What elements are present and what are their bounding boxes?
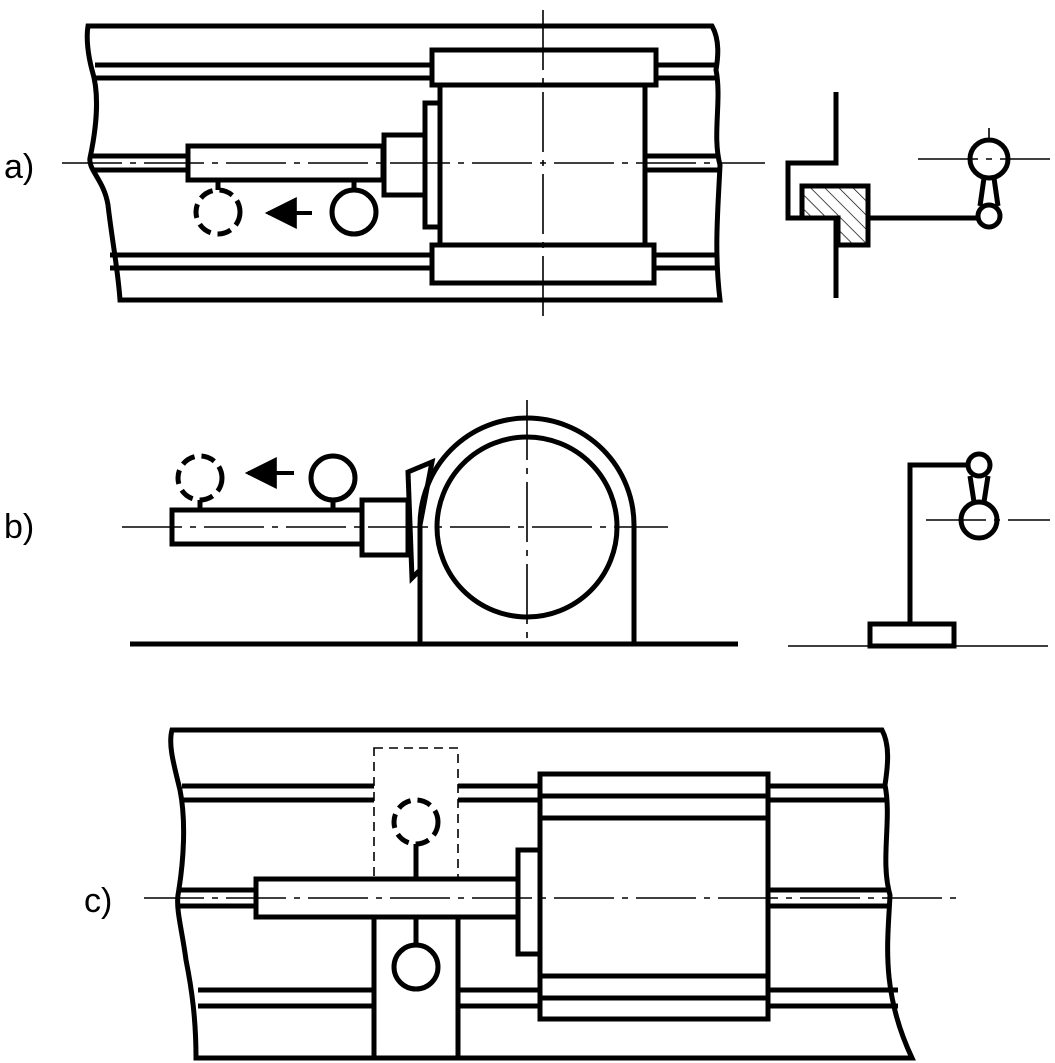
panel-b-stand-arm: [907, 462, 968, 624]
panel-c-spindle-housing: [537, 771, 771, 1022]
panel-c-cross-slide: [371, 918, 461, 1058]
panel-c-machine-bed: [168, 727, 916, 1061]
panel-a: a): [4, 10, 1050, 320]
panel-c-spindle-nose: [515, 847, 543, 957]
panel-c-label: c): [84, 882, 112, 920]
panel-a-carriage-top: [429, 47, 659, 88]
panel-b: b): [4, 400, 1050, 649]
panel-c-dial-indicator-moved: [391, 797, 441, 847]
panel-b-stand-base: [867, 621, 957, 649]
panel-a-label: a): [4, 148, 34, 186]
panel-a-dial-indicator-moved: [193, 187, 243, 237]
panel-b-dial-indicator-moved: [175, 453, 225, 503]
panel-c: c): [84, 727, 962, 1061]
panel-a-machine-bed: [84, 23, 723, 303]
panel-c-dial-indicator: [391, 942, 441, 992]
panel-b-dial-indicator: [308, 453, 358, 503]
panel-a-spindle-nose: [381, 132, 428, 198]
panel-b-label: b): [4, 508, 34, 546]
panel-a-dial-indicator: [329, 187, 379, 237]
panel-a-section-slide: [799, 183, 871, 248]
